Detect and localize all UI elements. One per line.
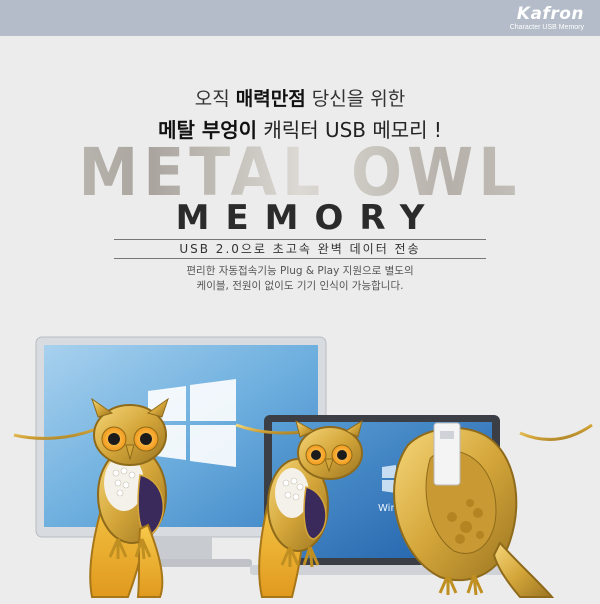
owl-usb-front-left (89, 397, 169, 598)
brand-logo: Kafron Character USB Memory (510, 5, 584, 32)
headline-line-2-post: 캐릭터 USB 메모리 ! (257, 118, 442, 142)
owl-usb-back-right (393, 422, 555, 598)
headline-line-1-pre: 오직 (194, 88, 236, 110)
brand-name: Kafron (516, 4, 584, 24)
brand-subtitle: Character USB Memory (509, 24, 584, 31)
description-line-2: 케이블, 전원이 없이도 기기 인식이 가능합니다. (196, 280, 404, 292)
product-photo: Windows (0, 325, 600, 600)
headline-line-1-post: 당신을 위한 (305, 88, 406, 110)
feature-description: 편리한 자동접속기능 Plug & Play 지원으로 별도의 케이블, 전원이… (0, 264, 600, 294)
product-illustration: Windows (13, 336, 593, 598)
headline-line-1: 오직 매력만점 당신을 위한 (0, 84, 600, 111)
headline-line-2: 메탈 부엉이 캐릭터 USB 메모리 ! (0, 114, 600, 143)
memory-title: MEMORY (175, 198, 441, 238)
headline-line-2-bold: 메탈 부엉이 (158, 118, 258, 142)
description-line-1: 편리한 자동접속기능 Plug & Play 지원으로 별도의 (186, 265, 414, 277)
headline-line-1-bold: 매력만점 (235, 88, 306, 110)
usb-connector-icon (433, 422, 461, 486)
usb-tagline: USB 2.0으로 초고속 완벽 데이터 전송 (114, 239, 486, 259)
top-bar: Kafron Character USB Memory (0, 0, 600, 36)
metal-owl-title: METAL OWL (0, 135, 600, 212)
owl-usb-center (258, 419, 363, 598)
